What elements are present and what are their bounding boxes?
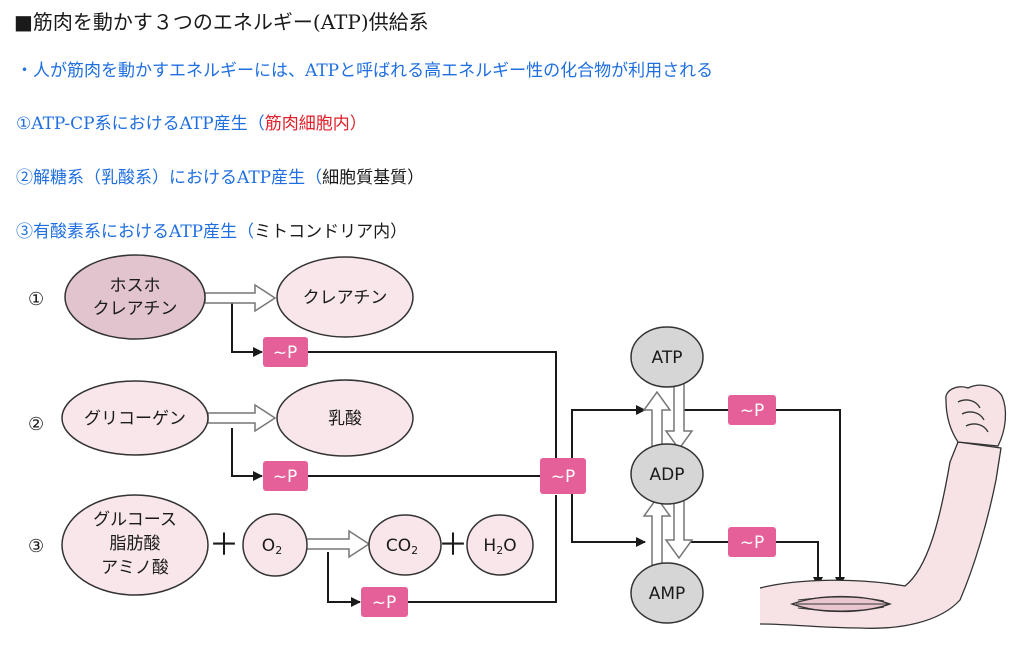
substrates-node (61, 494, 209, 596)
substrate-glucose-label: グルコース (93, 510, 177, 530)
water-o: O (503, 536, 516, 556)
adp-label: ADP (650, 465, 685, 485)
oxygen-node (242, 513, 308, 577)
fist (945, 384, 1007, 447)
finger-lines (957, 399, 989, 433)
phosphate-box-adp-release (728, 527, 776, 557)
plus-sign-1: ＋ (209, 528, 239, 563)
carbon-dioxide-subscript: 2 (411, 544, 418, 557)
system-2-line: ②解糖系（乳酸系）におけるATP産生（細胞質基質） (16, 163, 424, 188)
water-label: H2O (483, 536, 516, 557)
substrate-fatty-acid-label: 脂肪酸 (110, 534, 161, 554)
phosphate-box-glycolysis (263, 461, 308, 491)
phosphate-label-glycolysis: ~P (273, 467, 298, 487)
atp-to-muscle-arrow (776, 409, 845, 587)
o2-to-co2-arrow (305, 529, 371, 559)
lactic-acid-node (276, 379, 414, 457)
system-2-label: ②解糖系（乳酸系）におけるATP産生（ (16, 168, 323, 188)
water-subscript: 2 (496, 544, 503, 557)
row1-to-p-arrow (231, 301, 263, 357)
system-3-label: ③有酸素系におけるATP産生（ (16, 222, 255, 242)
phosphate-box-merge (540, 458, 586, 494)
system-2-close: ） (407, 168, 425, 188)
system-2-location: 細胞質基質 (322, 168, 408, 188)
to-atp-arrow (571, 405, 646, 462)
row2-to-p-arrow (231, 428, 263, 481)
carbon-dioxide-label: CO2 (386, 536, 418, 557)
row-3-number: ③ (28, 536, 44, 557)
atp-node (630, 326, 704, 388)
phosphocreatine-node (64, 254, 206, 340)
system-3-location: ミトコンドリア内 (254, 222, 391, 242)
glycogen-node (61, 380, 209, 456)
atp-to-adp-arrow (664, 382, 694, 451)
glycogen-label: グリコーゲン (84, 409, 186, 429)
oxygen-letter: O (262, 536, 275, 556)
creatine-node (276, 256, 414, 338)
phosphate-label-aerobic: ~P (372, 593, 397, 613)
phosphate-label-atp-cp: ~P (273, 343, 298, 363)
phosphate-label-atp-release: ~P (740, 401, 765, 421)
phosphate-label-merge: ~P (551, 467, 576, 487)
intro-text: ・人が筋肉を動かすエネルギーには、ATPと呼ばれる高エネルギー性の化合物が利用さ… (16, 61, 714, 81)
row-1-number: ① (28, 289, 44, 310)
phosphate-box-atp-cp (263, 337, 308, 367)
page-title: ■筋肉を動かす３つのエネルギー(ATP)供給系 (14, 10, 429, 34)
lactic-acid-label: 乳酸 (328, 409, 362, 429)
creatine-label: クレアチン (303, 288, 388, 308)
amp-label: AMP (649, 584, 686, 604)
phosphate-box-aerobic (361, 587, 408, 617)
adp-node (630, 443, 704, 505)
row3-to-p-arrow (327, 552, 361, 607)
water-h: H (483, 536, 496, 556)
system-1-close: ） (349, 114, 367, 134)
flexed-arm-illustration (759, 384, 1007, 629)
row3-p-line (408, 495, 557, 603)
phosphate-box-atp-release (728, 395, 776, 425)
pcr-to-creatine-arrow (204, 283, 277, 313)
oxygen-label: O2 (262, 536, 282, 557)
substrate-amino-acid-label: アミノ酸 (101, 558, 169, 578)
system-1-label: ①ATP-CP系におけるATP産生（ (16, 114, 265, 134)
system-1-line: ①ATP-CP系におけるATP産生（筋肉細胞内） (16, 109, 367, 134)
amp-to-adp-arrow (642, 496, 672, 566)
system-3-line: ③有酸素系におけるATP産生（ミトコンドリア内） (16, 217, 407, 242)
glycogen-to-lactate-arrow (207, 403, 277, 433)
to-adp-arrow (571, 492, 646, 547)
system-1-location: 筋肉細胞内 (264, 114, 350, 134)
amp-node (630, 562, 704, 624)
phosphate-label-adp-release: ~P (740, 533, 765, 553)
plus-sign-2: ＋ (438, 528, 468, 563)
phosphocreatine-label-1: ホスホ (110, 276, 161, 296)
carbon-dioxide-node (368, 514, 442, 576)
row-2-number: ② (28, 414, 44, 435)
muscle-fibers (796, 596, 888, 612)
arm-outline (759, 441, 1002, 629)
carbon-dioxide-letters: CO (386, 536, 411, 556)
adp-to-muscle-arrow (776, 541, 823, 587)
system-3-close: ） (390, 222, 408, 242)
phosphocreatine-label-2: クレアチン (93, 299, 178, 319)
atp-label: ATP (652, 348, 683, 368)
row1-p-line (308, 351, 557, 458)
oxygen-subscript: 2 (275, 544, 282, 557)
water-node (466, 514, 534, 576)
